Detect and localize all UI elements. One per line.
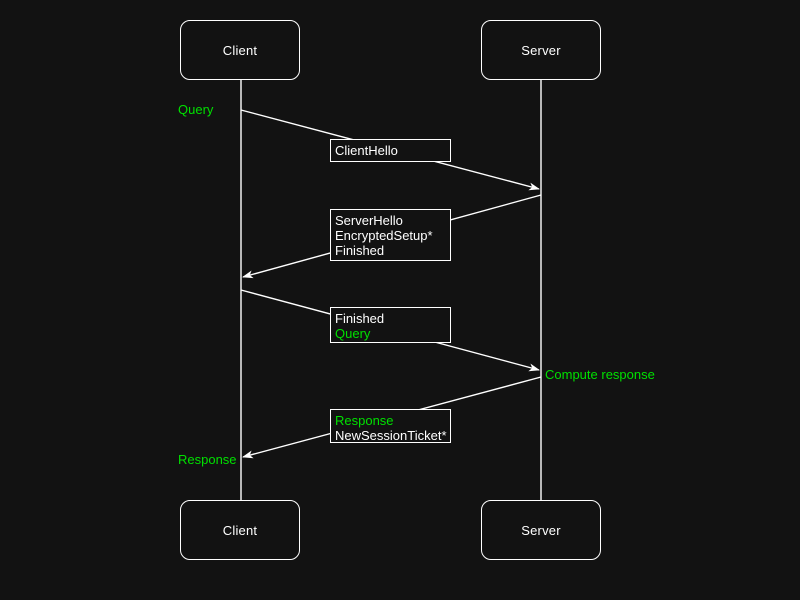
note-response: Response bbox=[178, 452, 237, 467]
message-label-line: Response bbox=[335, 413, 394, 428]
actor-box-server-bottom[interactable]: Server bbox=[481, 500, 601, 560]
note-compute-response: Compute response bbox=[545, 367, 655, 382]
actor-label: Client bbox=[222, 522, 258, 538]
note-query: Query bbox=[178, 102, 214, 117]
actor-label: Server bbox=[521, 42, 561, 58]
actor-box-server-top[interactable]: Server bbox=[481, 20, 601, 80]
actor-label: Client bbox=[222, 42, 258, 58]
message-label-line: EncryptedSetup* bbox=[335, 228, 433, 243]
actor-box-client-bottom[interactable]: Client bbox=[180, 500, 300, 560]
message-label-line: Finished bbox=[335, 243, 385, 258]
message-label-line: NewSessionTicket* bbox=[335, 428, 447, 443]
actor-box-client-top[interactable]: Client bbox=[180, 20, 300, 80]
message-label-line: ServerHello bbox=[335, 213, 403, 228]
message-label-line: Query bbox=[335, 326, 371, 341]
message-arrows-group bbox=[240, 109, 542, 459]
actor-label: Server bbox=[521, 522, 561, 538]
message-label-line: Finished bbox=[335, 311, 385, 326]
message-label-box-client-hello[interactable]: ClientHello bbox=[330, 139, 451, 162]
message-label-line: ClientHello bbox=[335, 143, 398, 158]
